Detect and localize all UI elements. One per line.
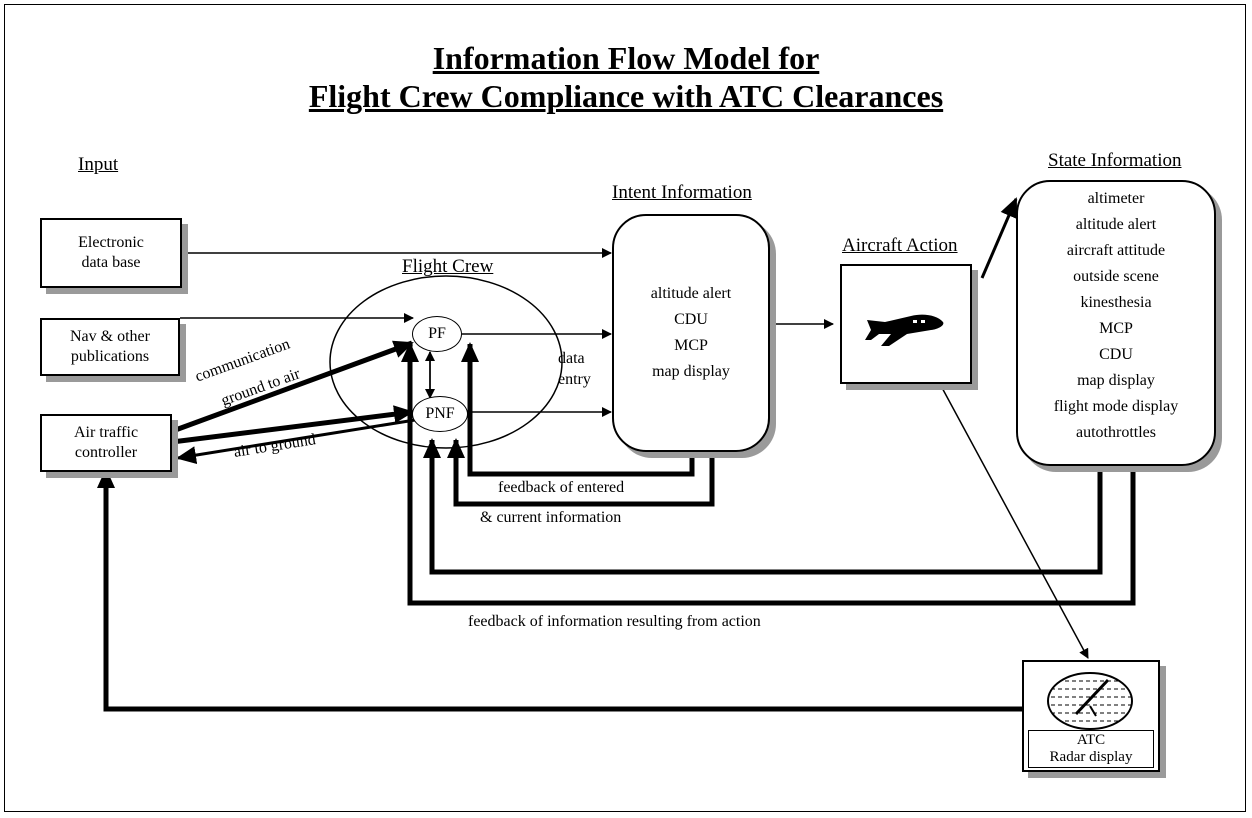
flight-crew-ellipse <box>329 275 563 449</box>
aircraft-action-box <box>840 264 972 384</box>
radar-label-box: ATC Radar display <box>1028 730 1154 768</box>
intent-item: MCP <box>674 337 708 354</box>
pnf-node: PNF <box>412 396 468 432</box>
header-intent-information: Intent Information <box>612 182 752 203</box>
feedback-entered-loop-outer <box>447 438 715 507</box>
state-item: autothrottles <box>1076 424 1156 441</box>
radar-label-atc: ATC <box>1076 732 1106 748</box>
state-item: kinesthesia <box>1080 294 1152 311</box>
header-aircraft-action: Aircraft Action <box>842 235 958 256</box>
pnf-label: PNF <box>425 405 455 422</box>
label-data: data <box>558 350 585 367</box>
state-item: aircraft attitude <box>1066 242 1166 259</box>
state-item: MCP <box>1099 320 1133 337</box>
feedback-action-loop-inner <box>423 438 1103 575</box>
pf-label: PF <box>428 325 446 342</box>
atc-radar-display: ATC Radar display <box>1022 660 1160 772</box>
arrow-aircraft-to-state <box>980 197 1018 279</box>
state-item: altitude alert <box>1075 216 1157 233</box>
pf-node: PF <box>412 316 462 352</box>
header-flight-crew: Flight Crew <box>402 256 494 277</box>
feedback-entered-loop-inner <box>461 342 695 477</box>
radar-scope-icon <box>1047 672 1133 730</box>
electronic-database-box: Electronic data base <box>40 218 182 288</box>
arrow-pnf-to-atc <box>176 418 416 465</box>
state-item: map display <box>1077 372 1155 389</box>
arrow-atc-to-pnf <box>171 405 414 445</box>
air-traffic-controller-box: Air traffic controller <box>40 414 172 472</box>
state-item: CDU <box>1099 346 1133 363</box>
arrow-aircraft-to-radar <box>939 383 1089 659</box>
intent-item: map display <box>652 363 730 380</box>
arrow-radar-to-atc <box>97 468 1022 712</box>
airplane-icon <box>865 314 944 346</box>
header-state-information: State Information <box>1048 150 1182 171</box>
title-line-2: Flight Crew Compliance with ATC Clearanc… <box>308 78 944 114</box>
label-feedback-action: feedback of information resulting from a… <box>468 613 761 630</box>
state-item: flight mode display <box>1053 398 1179 415</box>
arrow-atc-to-pf <box>169 340 414 435</box>
header-input: Input <box>78 154 119 175</box>
intent-information-box: altitude alert CDU MCP map display <box>612 214 770 452</box>
state-item: outside scene <box>1073 268 1159 285</box>
radar-label-display: Radar display <box>1049 749 1133 765</box>
title-line-1: Information Flow Model for <box>432 40 820 76</box>
intent-item: altitude alert <box>650 285 732 302</box>
outer-border <box>4 4 1246 812</box>
feedback-action-loop-outer <box>401 342 1136 606</box>
label-feedback-current: & current information <box>480 509 622 526</box>
intent-item: CDU <box>674 311 708 328</box>
state-information-box: altimeter altitude alert aircraft attitu… <box>1016 180 1216 466</box>
label-entry: entry <box>558 371 591 388</box>
state-item: altimeter <box>1087 190 1145 207</box>
label-feedback-entered: feedback of entered <box>498 479 625 496</box>
nav-publications-box: Nav & other publications <box>40 318 180 376</box>
